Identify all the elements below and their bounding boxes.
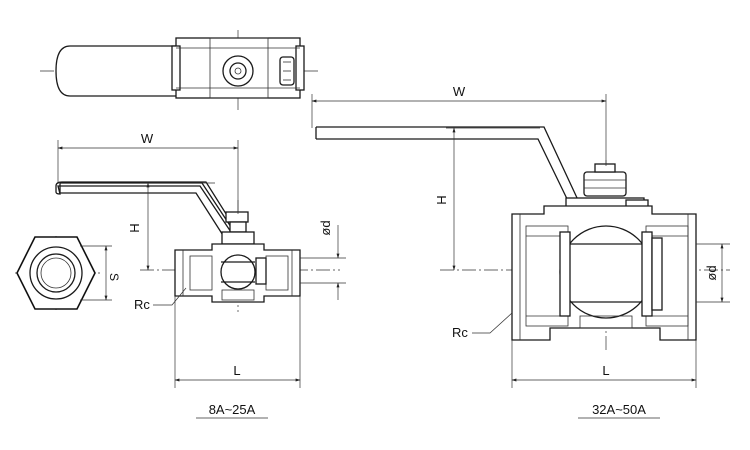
dimension-label-l-small: L — [233, 363, 240, 378]
dimension-label-s: S — [107, 273, 121, 281]
caption-large-valve: 32A~50A — [592, 402, 646, 417]
dimension-label-w-large: W — [453, 84, 466, 99]
dimension-label-l-large: L — [602, 363, 609, 378]
end-view-small-valve — [15, 236, 112, 310]
side-view-small-valve — [55, 140, 346, 419]
thread-label-rc-small: Rc — [134, 297, 150, 312]
dimension-label-h-large: H — [434, 195, 449, 204]
caption-small-valve: 8A~25A — [209, 402, 256, 417]
dimension-label-w-small: W — [141, 131, 154, 146]
thread-label-rc-large: Rc — [452, 325, 468, 340]
top-view-small-valve — [40, 30, 320, 110]
dimension-label-od-small: ød — [318, 220, 333, 235]
dimension-label-h-small: H — [127, 223, 142, 232]
side-view-large-valve — [311, 94, 730, 419]
dimension-label-od-large: ød — [704, 265, 719, 280]
